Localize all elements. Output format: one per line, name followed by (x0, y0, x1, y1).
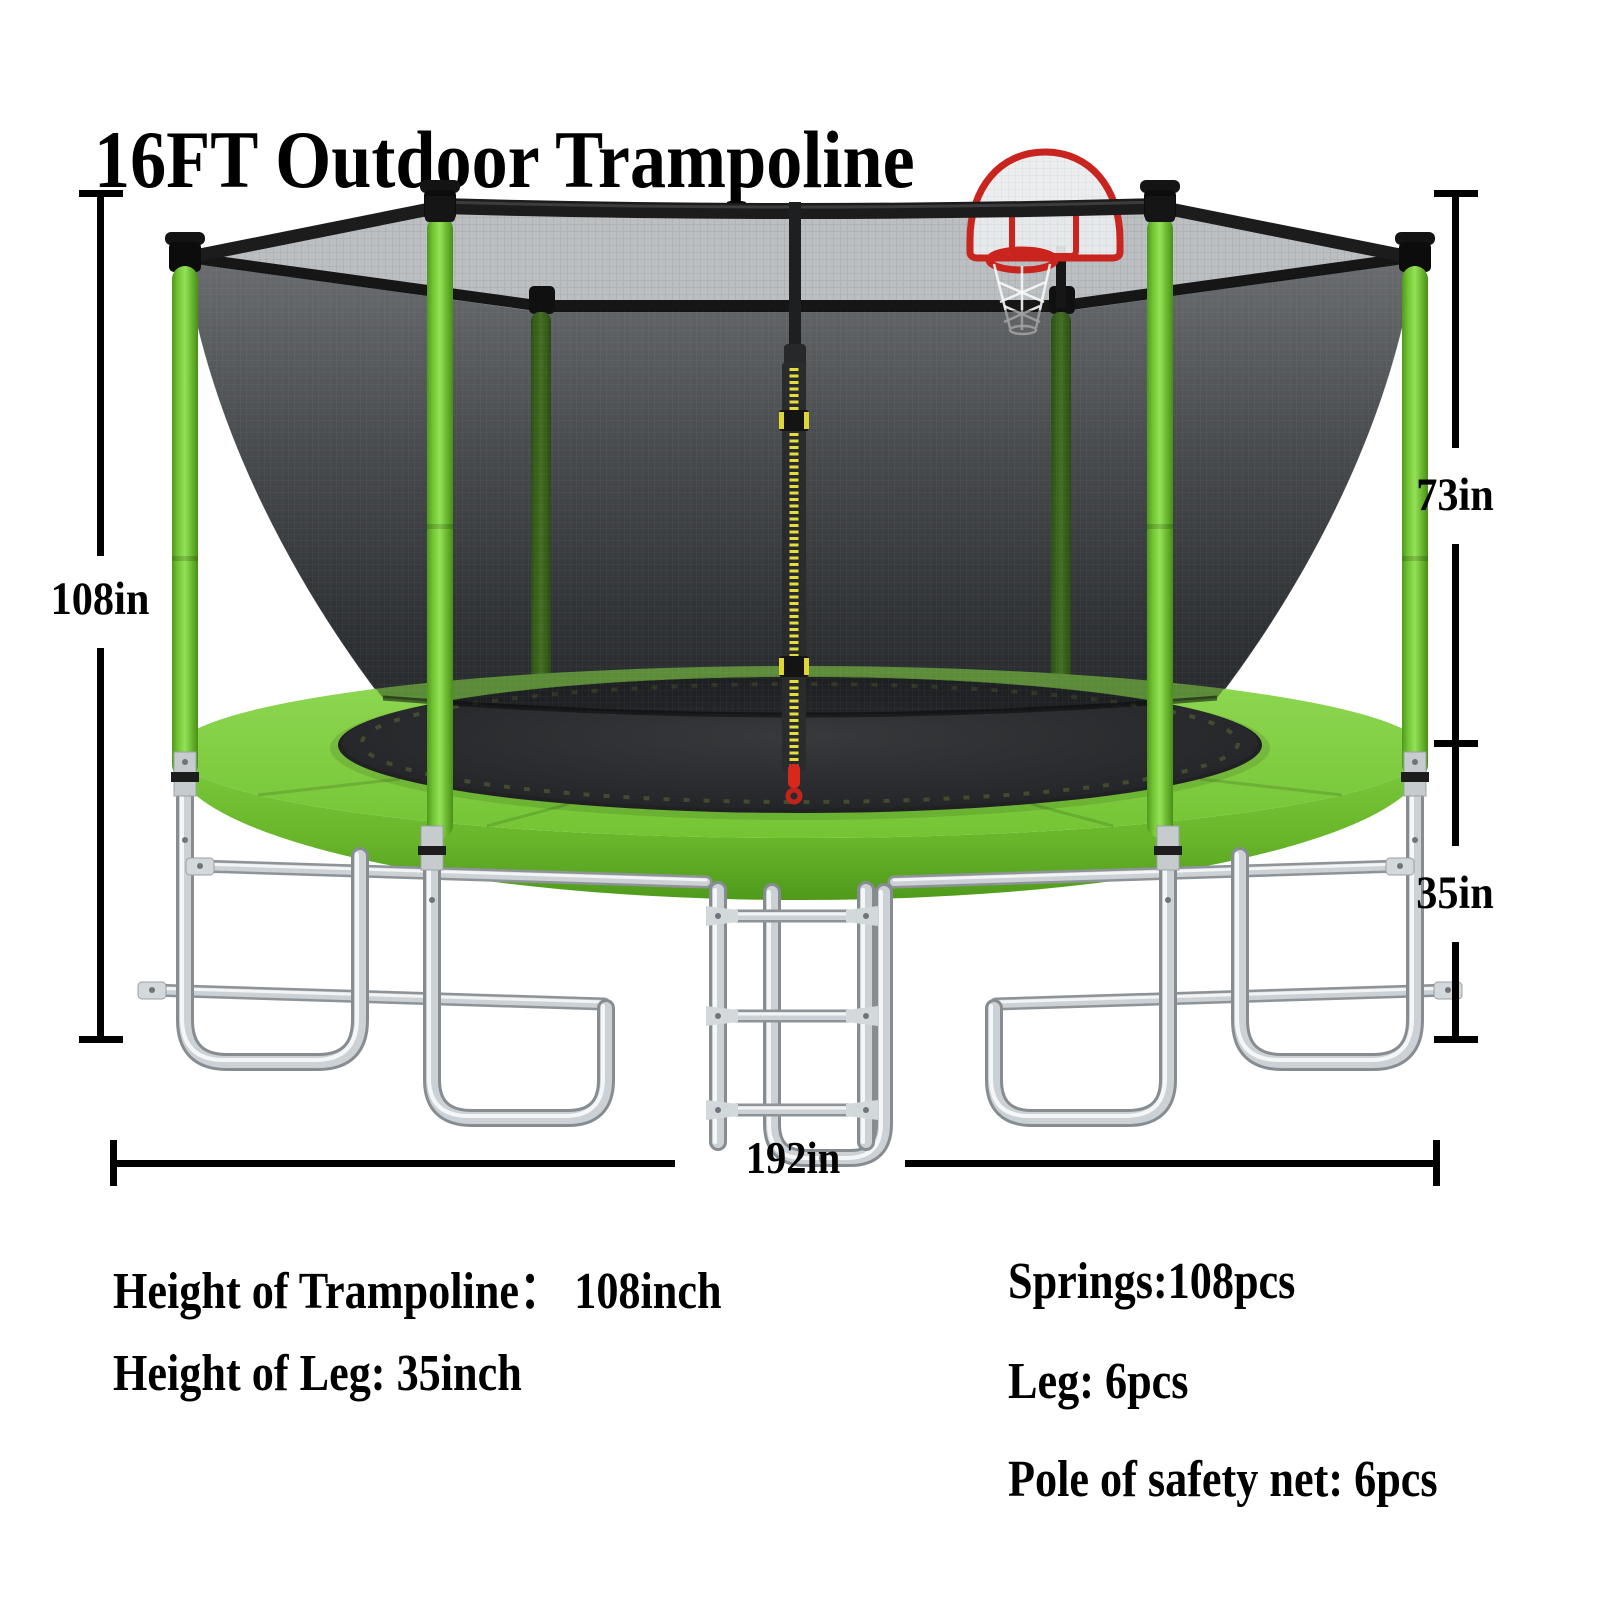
enclosure-pole-mid-right (1140, 180, 1182, 871)
dim-label-width: 192in (745, 1133, 841, 1183)
dim-label-net-height: 73in (1416, 469, 1494, 521)
dim-line (1452, 190, 1459, 448)
zipper-pull (785, 764, 803, 805)
dim-line (1452, 942, 1459, 1036)
enclosure-pole-outer-left (165, 232, 205, 797)
leg-bolts (149, 837, 1451, 993)
dim-line (97, 190, 104, 556)
zipper-slider-lower (779, 656, 809, 677)
dim-cap (1433, 1140, 1440, 1186)
dim-line (97, 648, 104, 1036)
spec-height-of-trampoline: Height of Trampoline： 108inch (113, 1263, 722, 1320)
dim-line (117, 1160, 675, 1167)
dim-cap (1434, 1036, 1478, 1043)
page-title: 16FT Outdoor Trampoline (94, 113, 915, 205)
enclosure-pole-outer-right (1395, 232, 1435, 797)
spec-springs: Springs:108pcs (1008, 1253, 1296, 1310)
dim-cap (79, 1036, 123, 1043)
zipper-slider-upper (779, 410, 809, 431)
dim-label-total-height: 108in (50, 573, 150, 625)
spec-height-of-leg: Height of Leg: 35inch (113, 1345, 522, 1402)
dim-line (905, 1160, 1433, 1167)
dim-line (1452, 747, 1459, 846)
dim-line (1452, 544, 1459, 740)
dim-label-leg-height: 35in (1416, 867, 1494, 919)
dim-tick (1434, 740, 1478, 747)
pad-seams (257, 777, 1343, 828)
ladder-joint-plates (706, 906, 878, 1120)
ladder-bolts (715, 913, 869, 1113)
spec-poles: Pole of safety net: 6pcs (1008, 1451, 1438, 1508)
enclosure-pole-mid-left (418, 180, 460, 871)
zipper-entrance (779, 202, 809, 805)
hoop-mount (1056, 246, 1066, 308)
dim-cap (110, 1140, 117, 1186)
ladder (706, 890, 878, 1142)
mat-stitch-ring-top (360, 682, 1240, 804)
pad-side-wall (174, 752, 1426, 900)
spec-legs: Leg: 6pcs (1008, 1353, 1189, 1410)
